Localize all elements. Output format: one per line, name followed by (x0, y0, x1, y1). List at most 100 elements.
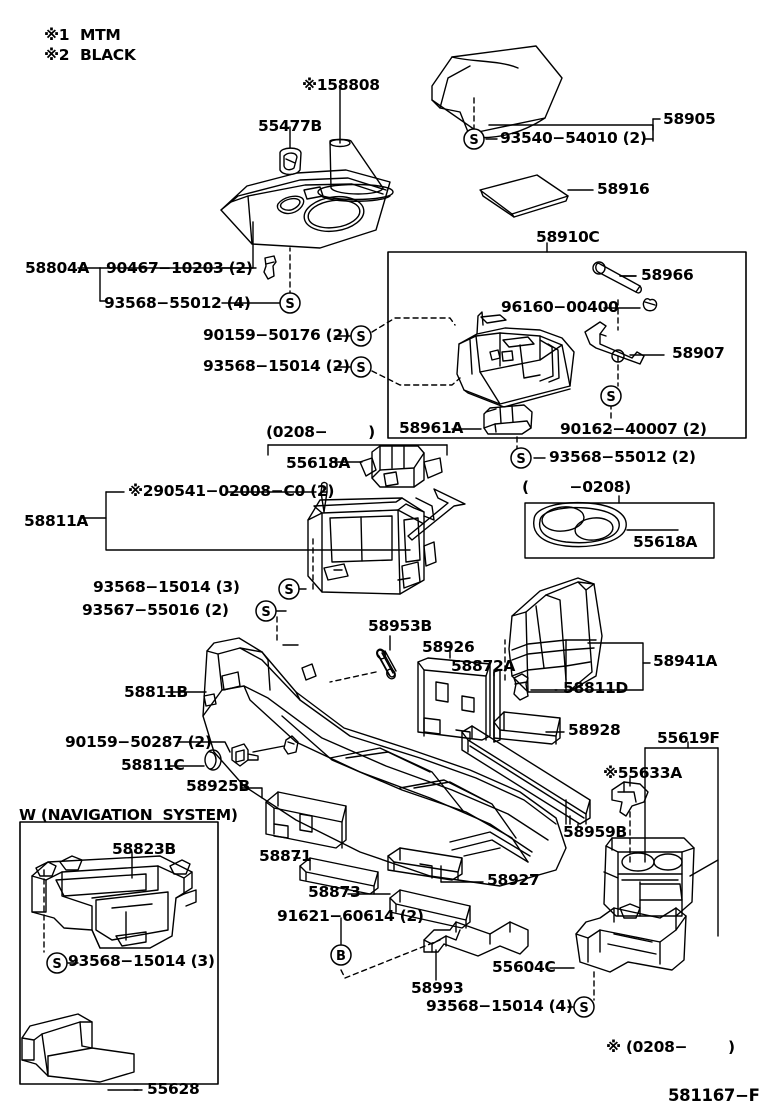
part-58871-strip (299, 857, 379, 895)
part-label-58966: 58966 (641, 266, 694, 284)
part-label-58873: 58873 (308, 883, 361, 901)
leader-58804a (77, 221, 285, 304)
part-label-93568-15014-3: 93568−15014 (3) (93, 578, 240, 596)
part-label-58916: 58916 (597, 180, 650, 198)
part-55628-cover (21, 1013, 135, 1083)
note-1: ※1 (44, 26, 70, 44)
part-58928-strip (493, 711, 561, 745)
part-96160-00400-clip (642, 298, 658, 312)
part-label-58811d: 58811D (563, 679, 628, 697)
part-label-58811a: 58811A (24, 512, 89, 530)
part-90467-10203-clip (263, 255, 277, 280)
leader-58925b (242, 787, 263, 799)
part-58910c-tray (456, 311, 575, 408)
part-58811c-cap (204, 749, 222, 771)
part-90159-50287-bolt (231, 743, 259, 767)
part-label-55618a-box: 55618A (633, 533, 698, 551)
part-label-55604c: 55604C (492, 958, 556, 976)
part-label-96160-00400: 96160−00400 (501, 298, 619, 316)
leader-90159-50287 (178, 741, 231, 753)
part-58927-strip (387, 847, 463, 881)
part-label-55619f: 55619F (657, 729, 720, 747)
part-console-grommet (283, 735, 299, 755)
part-58959b-rail (461, 725, 591, 825)
part-58811a-box (307, 497, 437, 595)
note-2: ※2 (44, 46, 70, 64)
part-55477b-grommet (279, 147, 302, 176)
part-label-58953b: 58953B (368, 617, 432, 635)
part-label-90162-40007: 90162−40007 (2) (560, 420, 707, 438)
part-58961a (483, 404, 533, 435)
part-58916-pad (479, 174, 569, 218)
part-label-58910c: 58910C (536, 228, 600, 246)
date-range-0208-open: (0208− ) (266, 423, 375, 441)
part-label-93540-54010: 93540−54010 (2) (500, 129, 647, 147)
part-label-58804a: 58804A (25, 259, 90, 277)
part-label-58872a: 58872A (451, 657, 516, 675)
part-label-93567-55016: 93567−55016 (2) (82, 601, 229, 619)
part-label-58928: 58928 (568, 721, 621, 739)
part-label-91621-60614: 91621−60614 (2) (277, 907, 424, 925)
part-label-58926: 58926 (422, 638, 475, 656)
frame-nav-box (19, 821, 219, 1085)
part-58953b-spring (376, 648, 397, 680)
part-label-58961a: 58961A (399, 419, 464, 437)
frame-55619f (644, 741, 719, 937)
assembly-arrow (407, 488, 466, 541)
frame-55618a-top (267, 444, 448, 456)
part-label-93568-15014-2: 93568−15014 (2) (203, 357, 350, 375)
note-1-text: MTM (80, 26, 121, 44)
leader-58905 (488, 118, 661, 142)
frame-58910c (387, 251, 747, 439)
dash-90159 (371, 317, 456, 333)
part-label-58811c: 58811C (121, 756, 185, 774)
leader-93540-54010 (473, 94, 654, 140)
part-58811d-clip (513, 673, 529, 701)
part-label-55477b: 55477B (258, 117, 322, 135)
part-label-58927: 58927 (487, 871, 540, 889)
part-label-93568-15014-4: 93568−15014 (4) (426, 997, 573, 1015)
part-label-90159-50287: 90159−50287 (2) (65, 733, 212, 751)
note-2-text: BLACK (80, 46, 136, 64)
part-label-58808: ※158808 (302, 76, 380, 94)
part-label-58941a: 58941A (653, 652, 718, 670)
leader-58941a (554, 642, 651, 691)
part-label-55633a: ※55633A (603, 764, 682, 782)
part-label-55628: 55628 (147, 1080, 200, 1098)
part-58872a-strip (493, 669, 501, 743)
part-label-93568-55012-4: 93568−55012 (4) (104, 294, 251, 312)
part-label-58823b: 58823B (112, 840, 176, 858)
footer-date-note: ※ (0208− ) (606, 1038, 735, 1056)
part-55618a-bracket-top (359, 445, 443, 488)
part-55604c-bracket (575, 903, 687, 973)
part-label-55618a-top: 55618A (286, 454, 351, 472)
part-55633a-clip (611, 781, 649, 817)
part-55618a-cupholder (533, 501, 627, 548)
part-58941a-assembly (508, 577, 603, 693)
date-range-0208-closed: ( −0208) (522, 478, 631, 496)
part-label-90159-50176: 90159−50176 (2) (203, 326, 350, 344)
part-58804a-panel (220, 169, 391, 249)
part-58925b-strip (265, 791, 347, 849)
part-label-58871: 58871 (259, 847, 312, 865)
part-label-93568-15014-nav: 93568−15014 (3) (68, 952, 215, 970)
part-label-58905: 58905 (663, 110, 716, 128)
dash-93568 (371, 370, 461, 386)
part-55619f-cupholder (603, 837, 695, 917)
part-label-58907: 58907 (672, 344, 725, 362)
diagram-id: 581167−F (668, 1086, 760, 1105)
part-58873-strip (389, 889, 471, 929)
part-label-58811b: 58811B (124, 683, 188, 701)
part-label-90467-10203: 90467−10203 (2) (106, 259, 253, 277)
nav-system-box-title: W (NAVIGATION SYSTEM) (19, 806, 238, 824)
part-label-58959b: 58959B (563, 823, 627, 841)
part-58905-lid (431, 45, 563, 139)
part-58993-bracket (423, 921, 529, 957)
part-58823b-tray (31, 855, 197, 949)
part-58966-damper (592, 261, 642, 294)
part-58926-strip (417, 657, 491, 741)
dash-91621 (340, 939, 441, 979)
part-58907-bracket (584, 321, 645, 365)
